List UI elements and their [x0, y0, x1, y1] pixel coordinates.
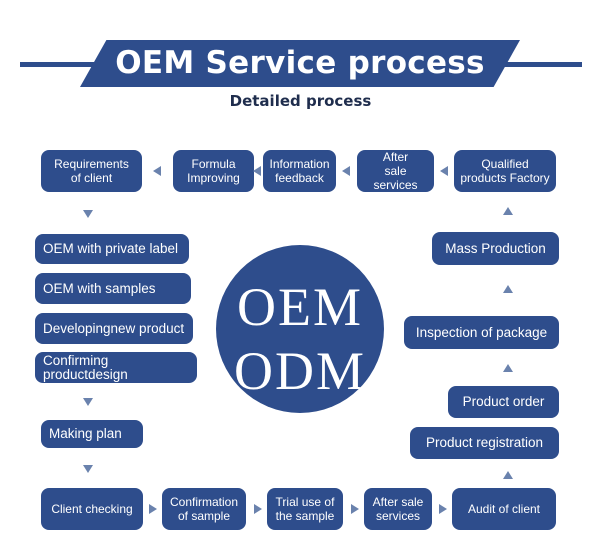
arrow-right-icon	[351, 504, 359, 514]
header-rule-left	[20, 62, 100, 67]
step-oem-private-label: OEM with private label	[35, 234, 189, 264]
arrow-down-icon	[83, 465, 93, 473]
circle-text-odm: ODM	[233, 341, 366, 401]
header-rule-right	[500, 62, 582, 67]
step-product-registration: Product registration	[410, 427, 559, 459]
step-making-plan: Making plan	[41, 420, 143, 448]
arrow-right-icon	[254, 504, 262, 514]
arrow-right-icon	[149, 504, 157, 514]
step-audit-of-client: Audit of client	[452, 488, 556, 530]
title-banner	[80, 40, 520, 87]
step-after-sale-services-top: After sale services	[357, 150, 434, 192]
arrow-up-icon	[503, 471, 513, 479]
step-confirming-product-design: Confirming productdesign	[35, 352, 197, 383]
step-inspection-of-package: Inspection of package	[404, 316, 559, 349]
step-after-sale-services-bottom: After sale services	[364, 488, 432, 530]
arrow-up-icon	[503, 285, 513, 293]
arrow-up-icon	[503, 364, 513, 372]
arrow-right-icon	[439, 504, 447, 514]
arrow-down-icon	[83, 210, 93, 218]
step-confirmation-of-sample: Confirmation of sample	[162, 488, 246, 530]
circle-text-oem: OEM	[237, 277, 363, 337]
arrow-down-icon	[83, 398, 93, 406]
arrow-left-icon	[253, 166, 261, 176]
oem-odm-circle	[216, 245, 384, 413]
step-qualified-products-factory: Qualified products Factory	[454, 150, 556, 192]
arrow-left-icon	[342, 166, 350, 176]
step-product-order: Product order	[448, 386, 559, 418]
arrow-left-icon	[440, 166, 448, 176]
arrow-up-icon	[503, 207, 513, 215]
step-requirements-of-client: Requirements of client	[41, 150, 142, 192]
step-oem-with-samples: OEM with samples	[35, 273, 191, 304]
page-title: OEM Service process	[115, 45, 485, 81]
step-information-feedback: Information feedback	[263, 150, 336, 192]
step-developing-new-product: Developingnew product	[35, 313, 193, 344]
step-formula-improving: Formula Improving	[173, 150, 254, 192]
page-subtitle: Detailed process	[229, 92, 372, 110]
arrow-left-icon	[153, 166, 161, 176]
step-trial-use-of-sample: Trial use of the sample	[267, 488, 343, 530]
step-client-checking: Client checking	[41, 488, 143, 530]
step-mass-production: Mass Production	[432, 232, 559, 265]
